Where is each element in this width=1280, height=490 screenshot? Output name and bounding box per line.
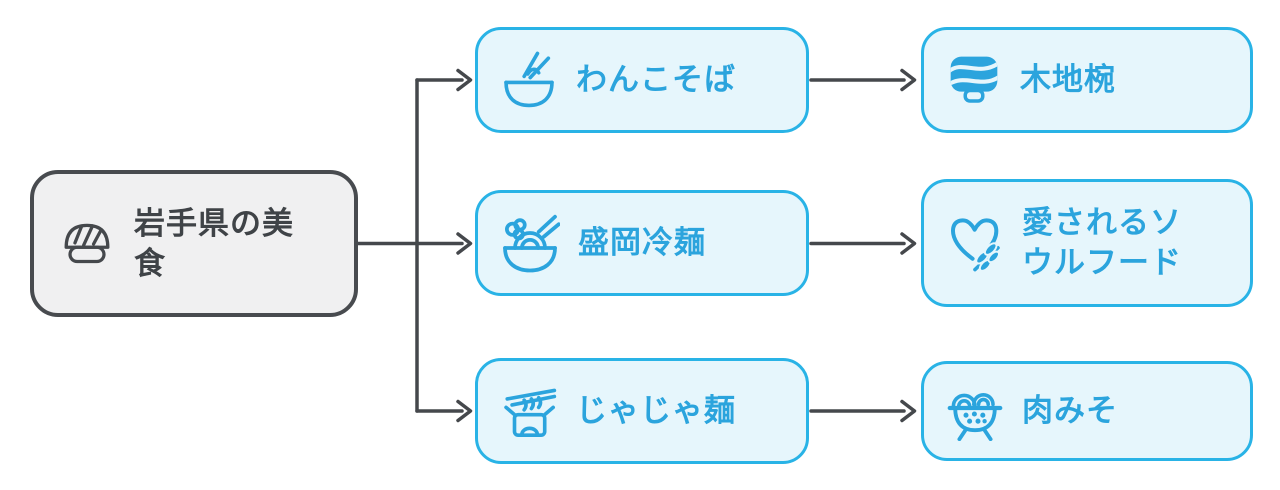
branch-label: わんこそば: [576, 62, 736, 98]
child-node-soulfood: 愛されるソウルフード: [921, 179, 1253, 307]
branch-label: じゃじゃ麺: [576, 393, 736, 429]
branch-node-wankosoba: わんこそば: [475, 27, 809, 133]
arrowhead-child-3: [900, 399, 917, 423]
arrowhead-branch-3: [456, 399, 473, 423]
child-label: 愛されるソウルフード: [1022, 205, 1182, 280]
cold-noodle-bowl-icon: [500, 213, 560, 273]
heart-leaf-icon: [946, 212, 1004, 274]
branch-node-morioka-reimen: 盛岡冷麺: [475, 190, 809, 296]
child-label: 木地椀: [1020, 62, 1116, 98]
wooden-bowl-icon: [946, 52, 1002, 108]
branch-node-jajamen: じゃじゃ麺: [475, 358, 809, 464]
child-node-nikumiso: 肉みそ: [921, 361, 1253, 461]
root-label: 岩手県の美食: [134, 205, 294, 281]
sushi-icon: [60, 221, 114, 267]
arrowhead-branch-1: [456, 68, 473, 92]
arrowhead-child-1: [900, 68, 917, 92]
colander-noodles-icon: [946, 381, 1004, 441]
takeout-box-icon: [500, 382, 558, 440]
arrowhead-branch-2: [456, 232, 473, 255]
child-node-kijiwan: 木地椀: [921, 27, 1253, 133]
child-label: 肉みそ: [1022, 393, 1118, 429]
arrowhead-child-2: [900, 232, 917, 255]
soba-bowl-chopsticks-icon: [500, 51, 558, 109]
branch-label: 盛岡冷麺: [578, 225, 706, 261]
root-node: 岩手県の美食: [30, 170, 358, 317]
